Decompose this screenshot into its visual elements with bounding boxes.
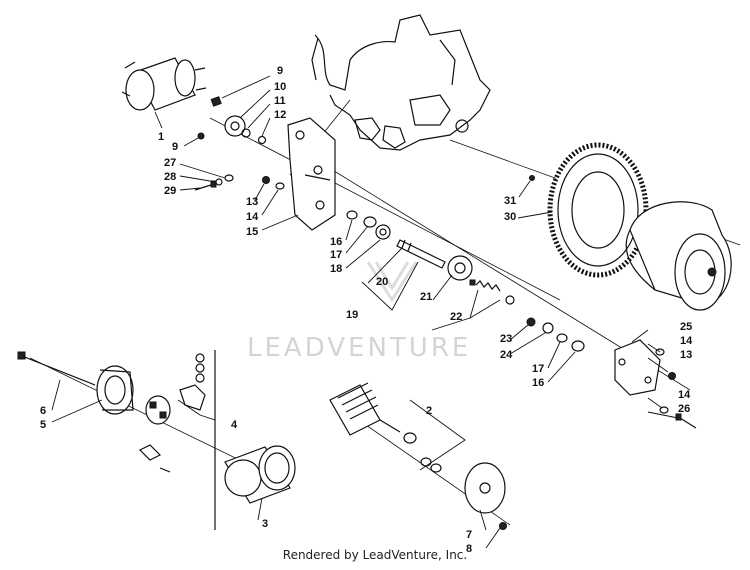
callout-26: 26 <box>678 403 690 415</box>
callout-12: 12 <box>274 109 286 121</box>
through-bolt <box>17 351 96 386</box>
callout-9-left: 9 <box>172 141 178 153</box>
callout-25: 25 <box>680 321 692 333</box>
callout-14-lower: 14 <box>678 389 691 401</box>
callout-4: 4 <box>231 419 238 431</box>
callout-19: 19 <box>346 309 358 321</box>
callout-11: 11 <box>274 95 286 107</box>
callout-2: 2 <box>426 405 432 417</box>
bolt-and-washers <box>194 174 234 191</box>
spring-set <box>469 279 515 305</box>
callout-9-top: 9 <box>277 65 283 77</box>
callout-7: 7 <box>466 529 472 541</box>
watermark-text: LEADVENTURE <box>247 333 471 363</box>
callout-22: 22 <box>450 311 462 323</box>
ring-gear <box>529 142 649 278</box>
washers-lower <box>526 317 585 352</box>
watermark: LEADVENTURE <box>247 261 471 363</box>
callout-14-middle: 14 <box>680 335 693 347</box>
callout-29: 29 <box>164 185 176 197</box>
engine-block <box>311 14 491 151</box>
callout-3: 3 <box>262 518 268 530</box>
brush-holder <box>145 395 171 425</box>
callout-20: 20 <box>376 276 388 288</box>
callout-17-upper: 17 <box>330 249 342 261</box>
callout-31: 31 <box>504 195 516 207</box>
callout-8: 8 <box>466 543 472 555</box>
callout-17-lower: 17 <box>532 363 544 375</box>
armature <box>329 382 417 444</box>
bolt-lower-right <box>659 406 697 429</box>
callout-13-upper: 13 <box>246 196 258 208</box>
bushing-set-upper <box>346 210 391 240</box>
end-frame <box>96 365 134 415</box>
callout-24: 24 <box>500 349 513 361</box>
callout-5: 5 <box>40 419 46 431</box>
callout-21: 21 <box>420 291 432 303</box>
callout-15: 15 <box>246 226 258 238</box>
field-housing <box>224 445 296 504</box>
end-housing-right <box>614 339 676 396</box>
clutch-drum <box>625 201 732 311</box>
callout-6: 6 <box>40 405 46 417</box>
brush-terminal-set <box>138 350 216 530</box>
callout-30: 30 <box>504 211 516 223</box>
callout-labels: 1 2 3 4 5 6 7 8 9 9 10 11 12 13 13 14 14… <box>40 65 693 555</box>
callout-27: 27 <box>164 157 176 169</box>
pinion-drive <box>447 255 473 281</box>
callout-10: 10 <box>274 81 286 93</box>
leader-lines <box>51 75 679 549</box>
footer-caption: Rendered by LeadVenture, Inc. <box>282 548 468 562</box>
callout-1: 1 <box>158 131 164 143</box>
callout-14-upper: 14 <box>246 211 259 223</box>
callout-23: 23 <box>500 333 512 345</box>
callout-16-upper: 16 <box>330 236 342 248</box>
callout-28: 28 <box>164 171 176 183</box>
drive-shaft <box>396 239 446 269</box>
pinion-gear-set <box>197 96 267 145</box>
callout-16-lower: 16 <box>532 377 544 389</box>
nut-and-washer-upper <box>262 176 285 190</box>
callout-13-lower: 13 <box>680 349 692 361</box>
starter-motor-assembled <box>121 57 207 111</box>
end-plate-lower <box>420 457 507 530</box>
callout-18: 18 <box>330 263 342 275</box>
mounting-bracket <box>287 117 336 231</box>
